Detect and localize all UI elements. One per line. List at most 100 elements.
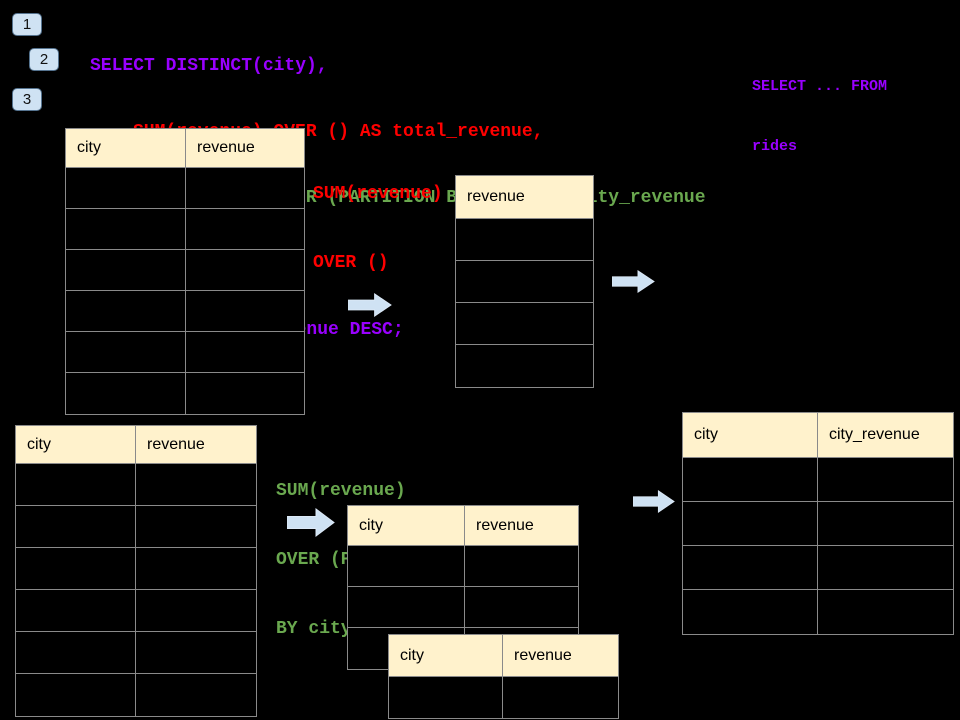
empty-cell [136, 674, 256, 716]
empty-cell [186, 291, 304, 332]
step-badge-1: 1 [12, 13, 42, 36]
table-row [16, 674, 256, 716]
empty-cell [66, 168, 186, 209]
table-row [16, 590, 256, 632]
table-row [683, 546, 953, 590]
table-row [389, 677, 618, 718]
table-row [66, 250, 304, 291]
annotation-over-all: SUM(revenue) OVER () [313, 137, 443, 321]
column-header-city: city [683, 413, 818, 458]
empty-cell [66, 250, 186, 291]
annotation-select-from-rides: SELECT ... FROM rides [752, 37, 887, 197]
table-row [16, 548, 256, 590]
empty-cell [136, 548, 256, 590]
table-row [456, 261, 593, 303]
column-header-city_revenue: city_revenue [818, 413, 953, 458]
empty-cell [503, 677, 618, 718]
table-header-row: revenue [456, 176, 593, 219]
table-row [456, 345, 593, 387]
table-row [456, 219, 593, 261]
empty-cell [456, 261, 593, 303]
table-row [16, 632, 256, 674]
annotation-line: OVER () [313, 253, 389, 273]
empty-cell [465, 587, 578, 628]
table-row [66, 332, 304, 373]
table-row [348, 587, 578, 628]
column-header-city: city [66, 129, 186, 168]
empty-cell [456, 345, 593, 387]
empty-cell [16, 464, 136, 506]
table-row [66, 291, 304, 332]
sql-line-select: SELECT DISTINCT(city), [90, 56, 328, 76]
column-header-city: city [348, 506, 465, 546]
column-header-revenue: revenue [503, 635, 618, 677]
annotation-line: SUM(revenue) [276, 481, 406, 501]
empty-cell [186, 209, 304, 250]
table-row [16, 464, 256, 506]
empty-cell [683, 590, 818, 634]
table-row [683, 502, 953, 546]
empty-cell [683, 458, 818, 502]
empty-cell [136, 590, 256, 632]
step-badge-3: 3 [12, 88, 42, 111]
empty-cell [186, 168, 304, 209]
empty-cell [16, 548, 136, 590]
empty-cell [818, 590, 953, 634]
empty-cell [683, 502, 818, 546]
empty-cell [16, 506, 136, 548]
empty-cell [465, 546, 578, 587]
empty-cell [348, 546, 465, 587]
empty-cell [389, 677, 503, 718]
empty-cell [456, 303, 593, 345]
table-row [16, 506, 256, 548]
flow-arrow-partition-result [633, 490, 675, 513]
table-row [348, 546, 578, 587]
empty-cell [818, 502, 953, 546]
table-row [66, 373, 304, 414]
step-badge-2: 2 [29, 48, 59, 71]
empty-cell [136, 464, 256, 506]
empty-cell [818, 458, 953, 502]
column-header-revenue: revenue [456, 176, 593, 219]
empty-cell [136, 632, 256, 674]
annotation-line: SELECT ... FROM [752, 78, 888, 95]
empty-cell [186, 373, 304, 414]
column-header-revenue: revenue [136, 426, 256, 464]
table-row [683, 590, 953, 634]
empty-cell [348, 587, 465, 628]
table-row [683, 458, 953, 502]
empty-cell [683, 546, 818, 590]
table-row [66, 209, 304, 250]
flow-arrow-partition-step [287, 508, 335, 537]
empty-cell [818, 546, 953, 590]
empty-cell [66, 291, 186, 332]
empty-cell [456, 219, 593, 261]
annotation-line: rides [752, 138, 798, 155]
column-header-city: city [16, 426, 136, 464]
empty-cell [186, 250, 304, 291]
table-row [456, 303, 593, 345]
column-header-revenue: revenue [186, 129, 304, 168]
total-revenue-table: revenue [455, 175, 594, 388]
table-row [66, 168, 304, 209]
empty-cell [16, 590, 136, 632]
column-header-revenue: revenue [465, 506, 578, 546]
empty-cell [66, 209, 186, 250]
empty-cell [16, 632, 136, 674]
flow-arrow-total-step [348, 293, 392, 317]
empty-cell [66, 332, 186, 373]
empty-cell [16, 674, 136, 716]
empty-cell [186, 332, 304, 373]
annotation-line: SUM(revenue) [313, 184, 443, 204]
empty-cell [66, 373, 186, 414]
